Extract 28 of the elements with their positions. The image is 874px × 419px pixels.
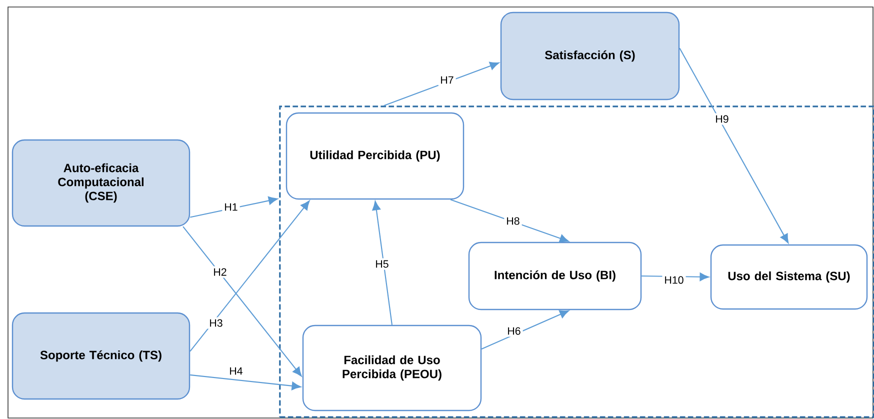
- arrow: [384, 62, 500, 106]
- arrow: [182, 226, 302, 376]
- edge-label: H9: [713, 113, 731, 125]
- edge-label: H10: [662, 274, 686, 286]
- edge-label: H2: [211, 266, 229, 278]
- arrow: [679, 48, 789, 244]
- arrow: [642, 272, 710, 282]
- arrow: [190, 374, 302, 390]
- arrow: [190, 196, 278, 218]
- construct-box: Uso del Sistema (SU): [710, 244, 868, 310]
- construct-box: Satisfacción (S): [500, 12, 680, 100]
- construct-box: Soporte Técnico (TS): [12, 312, 190, 400]
- edge-label: H5: [373, 258, 391, 270]
- construct-box: Facilidad de Uso Percibida (PEOU): [302, 324, 482, 412]
- arrow: [450, 199, 569, 243]
- edge-label: H7: [438, 74, 456, 86]
- edge-label: H3: [207, 317, 225, 329]
- dashed-group-box: [279, 106, 874, 418]
- edge-label: H8: [504, 215, 522, 227]
- construct-box: Intención de Uso (BI): [468, 242, 642, 310]
- edge-label: H1: [222, 201, 240, 213]
- construct-box: Utilidad Percibida (PU): [286, 112, 464, 200]
- arrow: [190, 200, 310, 352]
- edge-label: H4: [227, 365, 245, 377]
- construct-box: Auto-eficacia Computacional (CSE): [12, 139, 190, 227]
- arrow: [481, 310, 569, 350]
- arrow: [372, 200, 393, 325]
- edge-label: H6: [505, 325, 523, 337]
